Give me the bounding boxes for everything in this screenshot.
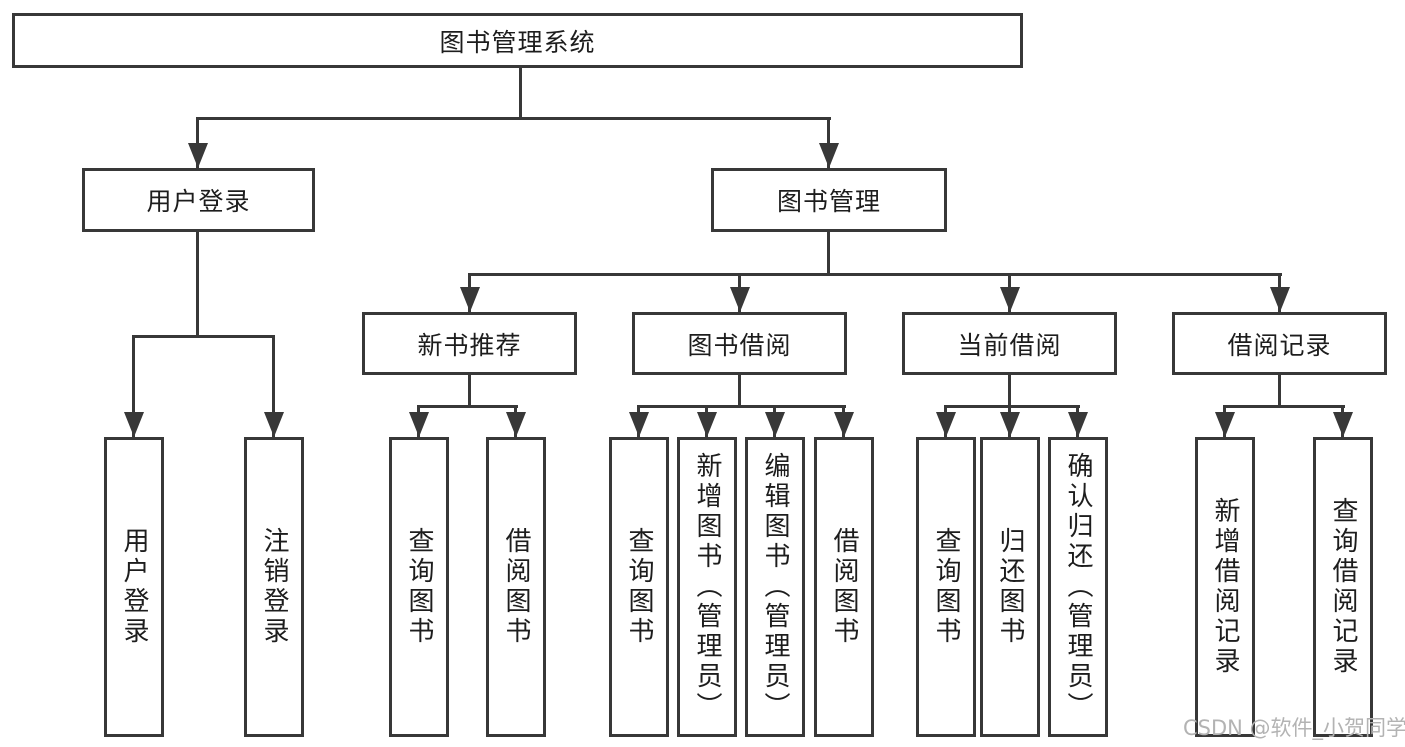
arrowhead-down bbox=[1000, 287, 1020, 312]
leaf-logout: 注销登录 bbox=[244, 437, 304, 737]
connector-line bbox=[468, 375, 471, 408]
arrowhead-down bbox=[1270, 287, 1290, 312]
arrowhead-down bbox=[834, 412, 854, 437]
leaf-return-books-label: 归还图书 bbox=[995, 527, 1025, 647]
node-new-book-recommend-label: 新书推荐 bbox=[417, 330, 522, 360]
node-book-management-label: 图书管理 bbox=[776, 187, 881, 216]
arrowhead-down bbox=[819, 143, 839, 168]
leaf-edit-book-admin: 编辑图书（管理员） bbox=[745, 437, 805, 737]
leaf-query-borrow-record: 查询借阅记录 bbox=[1313, 437, 1373, 737]
arrowhead-down bbox=[188, 143, 208, 168]
leaf-add-borrow-record: 新增借阅记录 bbox=[1195, 437, 1255, 737]
connector-line bbox=[637, 405, 846, 408]
connector-line bbox=[196, 117, 199, 168]
leaf-edit-book-admin-label: 编辑图书（管理员） bbox=[760, 452, 790, 722]
arrowhead-down bbox=[1000, 412, 1020, 437]
connector-line bbox=[1008, 375, 1011, 408]
leaf-query-books-current: 查询图书 bbox=[916, 437, 976, 737]
leaf-borrow-books-borrow-label: 借阅图书 bbox=[829, 527, 859, 647]
arrowhead-down bbox=[629, 412, 649, 437]
arrowhead-down bbox=[124, 412, 144, 437]
leaf-return-books: 归还图书 bbox=[980, 437, 1040, 737]
arrowhead-down bbox=[506, 412, 526, 437]
leaf-add-book-admin-label: 新增图书（管理员） bbox=[692, 452, 722, 722]
leaf-add-book-admin: 新增图书（管理员） bbox=[677, 437, 737, 737]
node-root: 图书管理系统 bbox=[12, 13, 1023, 68]
connector-line bbox=[1223, 405, 1345, 408]
arrowhead-down bbox=[409, 412, 429, 437]
node-borrowing-records: 借阅记录 bbox=[1172, 312, 1387, 375]
connector-line bbox=[196, 232, 199, 338]
connector-line bbox=[827, 117, 830, 168]
arrowhead-down bbox=[264, 412, 284, 437]
leaf-user-login: 用户登录 bbox=[104, 437, 164, 737]
connector-line bbox=[519, 68, 522, 119]
connector-line bbox=[944, 405, 1080, 408]
leaf-query-books-borrow-label: 查询图书 bbox=[624, 527, 654, 647]
node-user-login: 用户登录 bbox=[82, 168, 315, 232]
arrowhead-down bbox=[1068, 412, 1088, 437]
leaf-query-books-current-label: 查询图书 bbox=[931, 527, 961, 647]
leaf-query-books-recommend: 查询图书 bbox=[389, 437, 449, 737]
csdn-watermark: CSDN @软件_小贺同学 bbox=[1183, 716, 1405, 740]
connector-line bbox=[827, 232, 830, 276]
node-new-book-recommend: 新书推荐 bbox=[362, 312, 577, 375]
leaf-borrow-books-recommend: 借阅图书 bbox=[486, 437, 546, 737]
arrowhead-down bbox=[460, 287, 480, 312]
leaf-logout-label: 注销登录 bbox=[259, 527, 289, 647]
connector-line bbox=[132, 335, 275, 338]
leaf-query-books-borrow: 查询图书 bbox=[609, 437, 669, 737]
node-current-borrowing-label: 当前借阅 bbox=[957, 330, 1062, 360]
arrowhead-down bbox=[1333, 412, 1353, 437]
connector-line bbox=[417, 405, 518, 408]
node-book-borrowing-label: 图书借阅 bbox=[687, 330, 792, 360]
arrowhead-down bbox=[936, 412, 956, 437]
connector-line bbox=[1278, 375, 1281, 408]
arrowhead-down bbox=[730, 287, 750, 312]
arrowhead-down bbox=[1215, 412, 1235, 437]
leaf-confirm-return-admin-label: 确认归还（管理员） bbox=[1063, 452, 1093, 722]
node-borrowing-records-label: 借阅记录 bbox=[1227, 330, 1332, 360]
leaf-add-borrow-record-label: 新增借阅记录 bbox=[1210, 497, 1240, 677]
leaf-query-books-recommend-label: 查询图书 bbox=[404, 527, 434, 647]
connector-line bbox=[468, 273, 1282, 276]
leaf-borrow-books-borrow: 借阅图书 bbox=[814, 437, 874, 737]
connector-line bbox=[197, 117, 831, 120]
node-root-label: 图书管理系统 bbox=[439, 27, 596, 57]
arrowhead-down bbox=[697, 412, 717, 437]
node-current-borrowing: 当前借阅 bbox=[902, 312, 1117, 375]
leaf-query-borrow-record-label: 查询借阅记录 bbox=[1328, 497, 1358, 677]
leaf-confirm-return-admin: 确认归还（管理员） bbox=[1048, 437, 1108, 737]
node-user-login-label: 用户登录 bbox=[146, 187, 251, 216]
connector-line bbox=[132, 335, 135, 437]
connector-line bbox=[738, 375, 741, 408]
connector-line bbox=[272, 335, 275, 437]
node-book-borrowing: 图书借阅 bbox=[632, 312, 847, 375]
arrowhead-down bbox=[765, 412, 785, 437]
node-book-management: 图书管理 bbox=[711, 168, 947, 232]
leaf-borrow-books-recommend-label: 借阅图书 bbox=[501, 527, 531, 647]
leaf-user-login-label: 用户登录 bbox=[119, 527, 149, 647]
